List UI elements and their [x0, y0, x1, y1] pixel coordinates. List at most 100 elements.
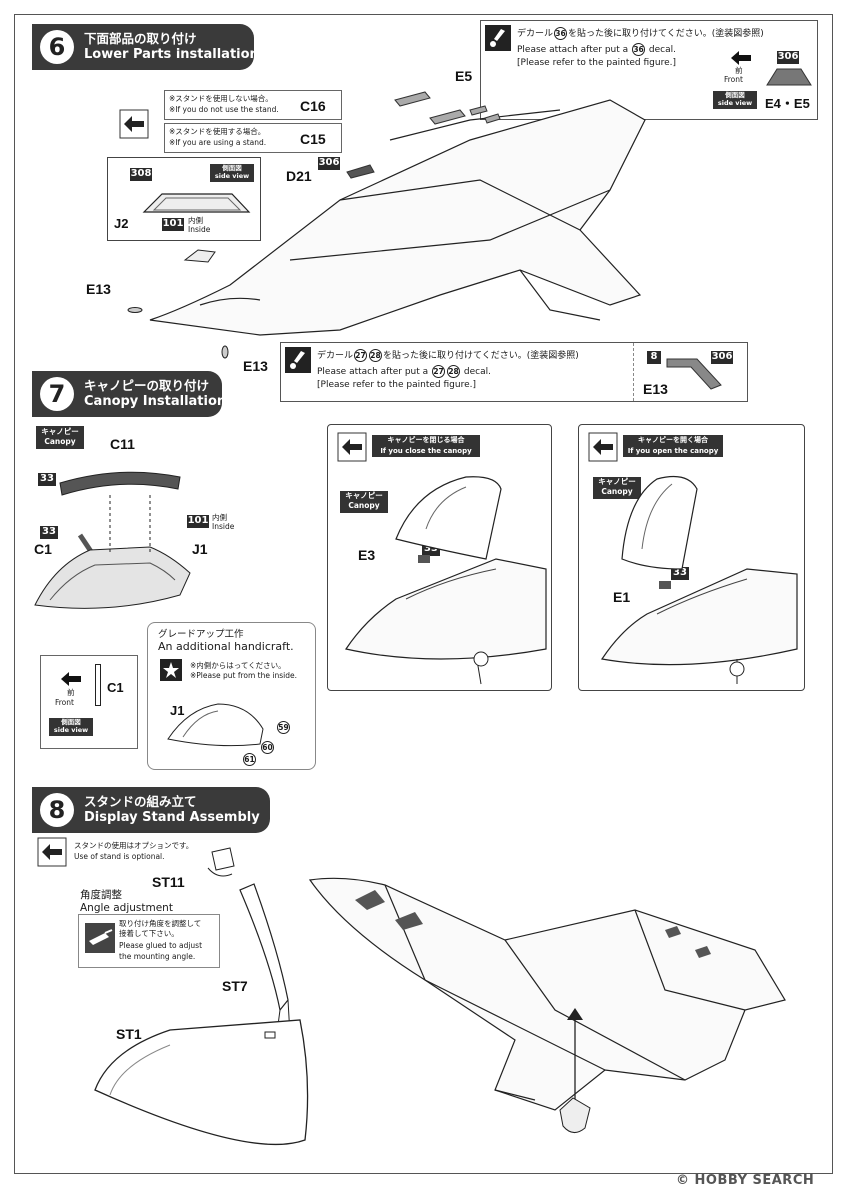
no-stand-callout: ※スタンドを使用しない場合。 ※If you do not use the st… — [164, 90, 342, 120]
glue-en1: Please glued to adjust — [119, 941, 203, 950]
from-inside-en: ※Please put from the inside. — [190, 671, 297, 680]
front-jp: 前 — [735, 66, 743, 75]
brush-icon — [485, 25, 511, 51]
use-stand-jp: ※スタンドを使用する場合。 — [169, 127, 266, 136]
side-view-jp: 側面図 — [222, 164, 242, 172]
decal-60: 60 — [261, 741, 274, 754]
step6-title-en: Lower Parts installation — [84, 47, 259, 62]
paint-33-badge-2: 33 — [40, 526, 58, 539]
option-icon-stand — [37, 837, 67, 867]
j1-upgrade-drawing — [167, 703, 264, 747]
divider — [633, 343, 635, 401]
part-c15: C15 — [300, 131, 326, 147]
part-j2: J2 — [114, 216, 129, 231]
glue-note-box: 取り付け角度を調整して 接着して下さい。 Please glued to adj… — [78, 914, 220, 968]
part-st1: ST1 — [116, 1026, 142, 1042]
close-canopy-drawing — [345, 476, 547, 685]
part-c1-side: C1 — [107, 680, 124, 695]
part-e3: E3 — [358, 547, 376, 563]
step6-title-jp: 下面部品の取り付け — [84, 31, 197, 46]
glue-tube-icon — [85, 923, 115, 953]
front-en-2: Front — [55, 698, 74, 707]
use-stand-callout: ※スタンドを使用する場合。 ※If you are using a stand. — [164, 123, 342, 153]
step6-number: 6 — [40, 30, 74, 64]
part-c16: C16 — [300, 98, 326, 114]
use-stand-en: ※If you are using a stand. — [169, 138, 267, 147]
glue-en2: the mounting angle. — [119, 952, 196, 961]
decal2728-ref: [Please refer to the painted figure.] — [317, 380, 476, 390]
step6-aircraft-drawing — [127, 91, 646, 359]
front-en: Front — [724, 75, 743, 84]
star-icon — [160, 659, 182, 681]
step7-title-en: Canopy Installation — [84, 394, 227, 409]
from-inside-jp: ※内側からはってください。 — [190, 661, 286, 670]
c1-part-drawing — [95, 664, 101, 706]
glue-jp1: 取り付け角度を調整して — [119, 919, 202, 928]
open-canopy-drawing — [600, 476, 798, 684]
inside-en-2: Inside — [212, 522, 235, 531]
step8-title-jp: スタンドの組み立て — [84, 794, 197, 809]
watermark: © HOBBY SEARCH — [676, 1173, 815, 1188]
e4e5-label: E4・E5 — [765, 96, 810, 111]
part-d21: D21 — [286, 168, 312, 184]
no-stand-en: ※If you do not use the stand. — [169, 105, 279, 114]
part-c11: C11 — [110, 436, 135, 452]
upgrade-jp: グレードアップ工作 — [158, 629, 244, 640]
arrow-left-icon — [731, 51, 751, 65]
e13-part-drawing — [666, 358, 722, 390]
front-jp-2: 前 — [67, 688, 75, 697]
step7-header: 7 キャノピーの取り付け Canopy Installation — [32, 371, 226, 417]
paint-33-badge: 33 — [38, 473, 56, 486]
j2-inset: 308 側面図 side view J2 101 内側 Inside — [107, 157, 261, 241]
arrow-left-icon-2 — [61, 672, 81, 686]
glue-jp2: 接着して下さい。 — [119, 929, 179, 938]
e13-box-label: E13 — [643, 381, 668, 397]
upgrade-en: An additional handicraft. — [158, 640, 294, 653]
decal-59: 59 — [277, 721, 290, 734]
decal36-ref: [Please refer to the painted figure.] — [517, 58, 676, 68]
part-j1: J1 — [192, 541, 208, 557]
angle-en: Angle adjustment — [80, 902, 173, 914]
canopy-parts-drawing — [34, 471, 191, 609]
part-st7: ST7 — [222, 978, 248, 994]
step8-title-en: Display Stand Assembly — [84, 810, 260, 825]
part-e1: E1 — [613, 589, 631, 605]
optional-en: Use of stand is optional. — [74, 852, 165, 861]
paint-306-badge-2: 306 — [777, 51, 799, 64]
part-e13-left: E13 — [86, 281, 111, 297]
paint-33-badge-4: 33 — [671, 567, 689, 580]
step7-title-jp: キャノピーの取り付け — [84, 378, 210, 393]
decal-61: 61 — [243, 753, 256, 766]
paint-306-badge: 306 — [318, 157, 340, 170]
paint-8-badge: 8 — [647, 351, 661, 364]
paint-306-badge-3: 306 — [711, 351, 733, 364]
j2-window-drawing — [142, 193, 251, 213]
step6-header: 6 下面部品の取り付け Lower Parts installation — [32, 24, 259, 70]
step8-number: 8 — [40, 793, 74, 827]
inside-en: Inside — [188, 225, 211, 234]
part-e13-bottom: E13 — [243, 358, 268, 374]
e4e5-part-drawing — [766, 68, 812, 86]
part-st11: ST11 — [152, 874, 185, 890]
step8-header: 8 スタンドの組み立て Display Stand Assembly — [32, 787, 270, 833]
step7-number: 7 — [40, 377, 74, 411]
step8-aircraft-drawing — [308, 877, 786, 1133]
brush-icon-2 — [285, 347, 311, 373]
option-icon-close — [337, 432, 367, 462]
paint-101-badge-2: 101 — [187, 515, 209, 528]
stand-drawing — [94, 847, 309, 1146]
